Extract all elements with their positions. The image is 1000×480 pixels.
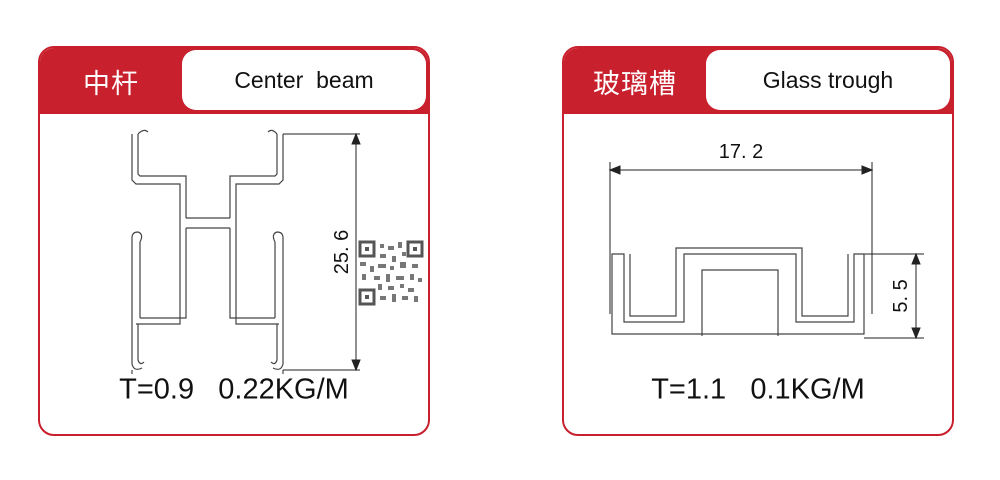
dimension-arrow (351, 132, 361, 145)
card-header: 玻璃槽 Glass trough (564, 48, 952, 114)
profile-outline (235, 224, 279, 325)
center-beam-card: 中杆 Center beam (38, 46, 430, 436)
profile-outline (131, 231, 143, 318)
dimension-arrow (608, 165, 621, 175)
dimension-height-label: 5. 5 (890, 279, 912, 312)
profile-outline (235, 134, 284, 224)
dimension-width-label: 17. 2 (719, 141, 763, 163)
profile-outline (267, 129, 278, 135)
profile-outline (131, 238, 143, 370)
profile-outline (701, 269, 779, 336)
spec-line: T=1.1 0.1KG/M (651, 373, 865, 406)
center-beam-profile-drawing: 25. 6 20 (131, 129, 424, 374)
profile-outline (140, 228, 187, 319)
dimension-arrow (861, 165, 874, 175)
dimension-height-label: 25. 6 (331, 230, 353, 274)
dimension-arrow (911, 327, 921, 340)
dimension-arrow (351, 359, 361, 372)
profile-outline (611, 253, 865, 335)
profile-outline (629, 247, 849, 317)
profile-outline (137, 134, 187, 218)
card-title-cn: 玻璃槽 (593, 68, 677, 100)
spec-line: T=0.9 0.22KG/M (119, 373, 349, 406)
profile-outline (229, 228, 275, 319)
dimension-arrow (911, 252, 921, 265)
profile-outline (229, 134, 278, 218)
qr-code-icon (358, 240, 424, 306)
card-header: 中杆 Center beam (40, 48, 428, 114)
profile-outline (272, 231, 284, 318)
profile-outline (270, 324, 278, 365)
profile-outline (272, 238, 284, 370)
profile-outline (137, 129, 149, 135)
card-title-cn: 中杆 (83, 68, 139, 100)
card-title-en: Center beam (182, 50, 426, 110)
profile-outline (137, 324, 145, 365)
profile-outline (136, 224, 181, 325)
glass-trough-profile-drawing: 17. 2 5. 5 (608, 141, 924, 340)
glass-trough-card: 玻璃槽 Glass trough 17. 2 5. 5 T=1.1 0.1KG/… (562, 46, 954, 436)
profile-outline (131, 134, 181, 224)
card-title-en: Glass trough (706, 50, 950, 110)
